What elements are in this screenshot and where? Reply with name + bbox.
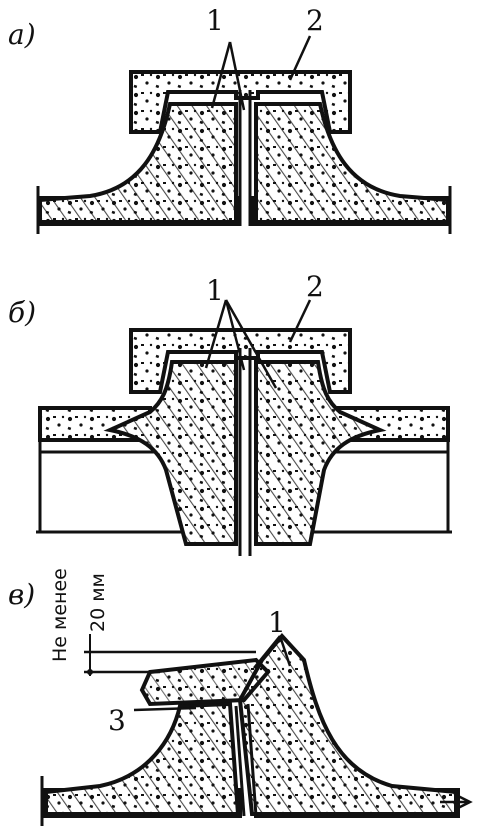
dimension-label-line2: 20 мм [87,573,109,632]
panel-c-letter: в) [8,578,35,611]
panel-a-letter: а) [8,18,36,51]
panel-b-letter: б) [8,296,36,329]
panel-a: а) 1 2 [8,4,452,234]
panel-b-callout-1: 1 [206,274,224,307]
panel-a-callout-1: 1 [206,4,224,37]
panel-c-callout-3: 3 [108,704,126,737]
panel-c-callout-1: 1 [268,606,286,639]
dimension-label-line1: Не менее [49,568,71,662]
panel-c: в) 1 3 Не менее 20 мм [8,568,473,826]
panel-b: б) 1 2 [8,270,452,556]
panel-a-callout-2: 2 [306,4,324,37]
panel-b-callout-2: 2 [306,270,324,303]
